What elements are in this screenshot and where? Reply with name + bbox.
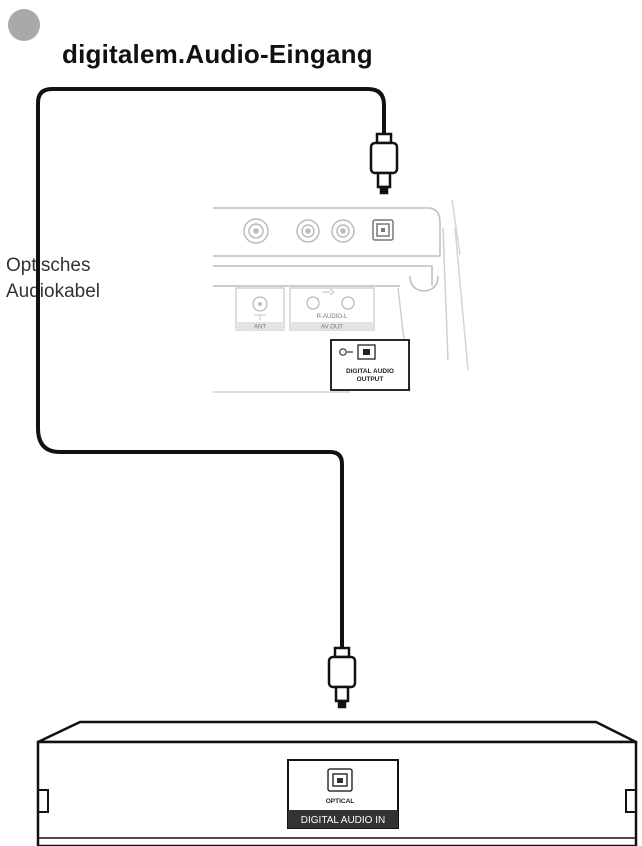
section-title: digitalem.Audio-Eingang	[62, 39, 373, 69]
tv-av-out-label: AV OUT	[321, 325, 343, 331]
top-optical-plug	[369, 132, 399, 195]
tv-av-out-block: R-AUDIO-L AV OUT	[289, 287, 375, 331]
tv-optical-label-line2: OUTPUT	[357, 376, 384, 383]
cable-label: Optisches Audiokabel	[6, 253, 100, 305]
tv-digital-audio-output-block: DIGITAL AUDIO OUTPUT	[330, 339, 410, 391]
tv-ant-label: ANT	[254, 325, 266, 331]
bottom-optical-plug	[327, 646, 357, 709]
receiver-digital-audio-in-panel: OPTICAL DIGITAL AUDIO IN	[287, 759, 399, 829]
optical-cable	[36, 87, 386, 652]
cable-label-line1: Optisches	[6, 255, 91, 276]
tv-audio-port-left	[296, 219, 320, 243]
tv-optical-label-line1: DIGITAL AUDIO	[346, 368, 394, 375]
tv-audio-port-right	[331, 219, 355, 243]
receiver-optical-port-label: OPTICAL	[326, 798, 355, 805]
tv-audio-label: R-AUDIO-L	[317, 314, 348, 320]
tv-ant-block: ANT	[235, 287, 285, 331]
tv-optical-port	[372, 219, 394, 241]
section-bullet	[8, 9, 40, 41]
tv-antenna-port	[243, 218, 269, 244]
receiver-digital-audio-in-label: DIGITAL AUDIO IN	[301, 815, 385, 826]
cable-label-line2: Audiokabel	[6, 281, 101, 302]
